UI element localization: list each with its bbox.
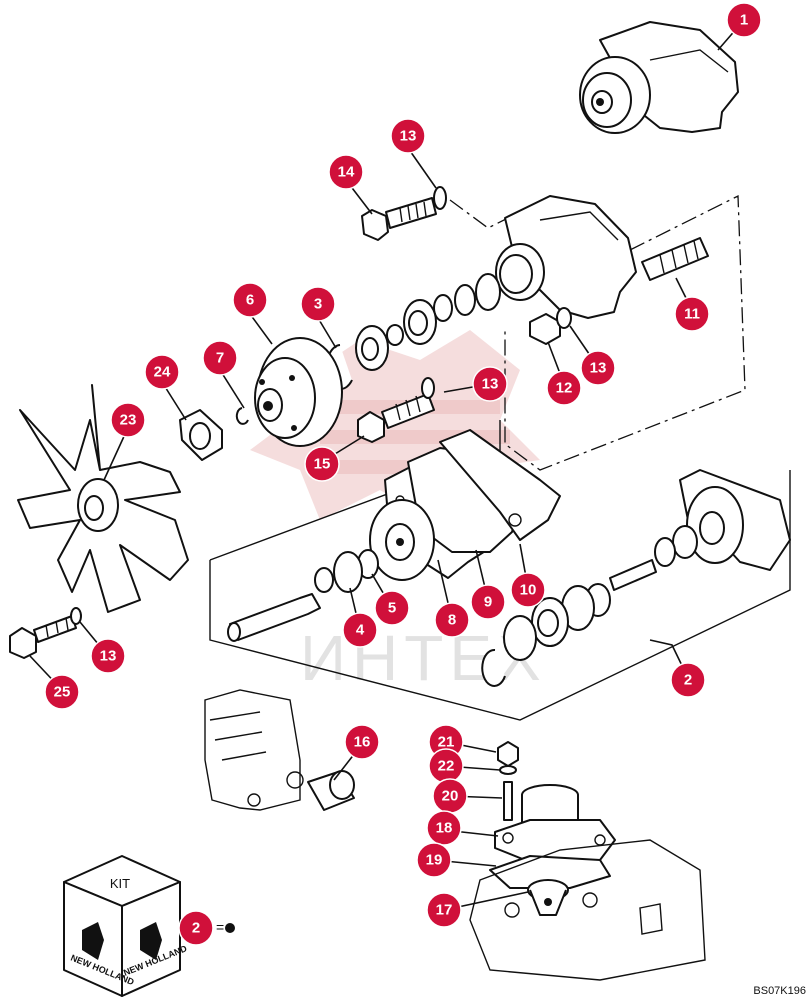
callout-6: 6 [232, 282, 268, 318]
svg-text:13: 13 [100, 648, 117, 665]
callout-10: 10 [510, 572, 546, 608]
callouts: 1 13 14 6 3 11 7 24 13 12 13 23 15 8 9 1… [44, 2, 762, 946]
callout-5: 5 [374, 590, 410, 626]
svg-text:2: 2 [684, 672, 692, 689]
bolt-14 [361, 197, 437, 241]
callout-20: 20 [432, 778, 468, 814]
callout-12: 12 [546, 370, 582, 406]
svg-text:4: 4 [356, 622, 365, 639]
callout-1: 1 [726, 2, 762, 38]
callout-13-c: 13 [580, 350, 616, 386]
clip-7 [235, 407, 249, 425]
thermostat-housing [489, 741, 616, 916]
callout-2-b: 2 [178, 910, 214, 946]
svg-text:22: 22 [438, 758, 455, 775]
callout-9: 9 [470, 584, 506, 620]
callout-25: 25 [44, 674, 80, 710]
kit-2-components [481, 469, 791, 687]
washer-13-c [556, 307, 572, 329]
callout-15: 15 [304, 446, 340, 482]
kit-box [63, 855, 181, 997]
bolt-15 [357, 393, 435, 443]
svg-text:23: 23 [120, 412, 137, 429]
washer-13-a [433, 186, 447, 210]
callout-16: 16 [344, 724, 380, 760]
bearing-stack [355, 273, 501, 371]
assembled-water-pump [579, 21, 739, 134]
svg-text:14: 14 [338, 164, 355, 181]
callout-18: 18 [426, 810, 462, 846]
svg-text:8: 8 [448, 612, 456, 629]
svg-text:9: 9 [484, 594, 492, 611]
svg-text:10: 10 [520, 582, 537, 599]
svg-text:3: 3 [314, 296, 322, 313]
svg-text:11: 11 [684, 306, 700, 323]
callout-13-d: 13 [90, 638, 126, 674]
callout-19: 19 [416, 842, 452, 878]
svg-text:19: 19 [426, 852, 443, 869]
kit-marker-equals: = [216, 919, 224, 935]
callout-7: 7 [202, 340, 238, 376]
svg-text:13: 13 [400, 128, 417, 145]
svg-text:21: 21 [438, 734, 455, 751]
dowel-16 [307, 770, 355, 811]
svg-text:1: 1 [740, 12, 748, 29]
svg-text:25: 25 [54, 684, 71, 701]
nut-12 [529, 313, 561, 345]
washer-13-d [70, 607, 82, 625]
callout-2-a: 2 [670, 662, 706, 698]
callout-14: 14 [328, 154, 364, 190]
callout-8: 8 [434, 602, 470, 638]
seal-4 [333, 551, 363, 593]
pulley-hub-6 [254, 337, 343, 447]
fan-23 [17, 384, 189, 613]
bolt-25 [9, 615, 77, 659]
stud-11 [641, 237, 709, 281]
svg-text:12: 12 [556, 380, 573, 397]
washer-13-b [421, 377, 435, 399]
callout-17: 17 [426, 892, 462, 928]
spacer-24 [179, 409, 223, 461]
callout-13-b: 13 [472, 366, 508, 402]
svg-text:7: 7 [216, 350, 224, 367]
callout-11: 11 [674, 296, 710, 332]
washer-small [314, 567, 334, 593]
callout-13-a: 13 [390, 118, 426, 154]
callout-24: 24 [144, 354, 180, 390]
svg-text:13: 13 [482, 376, 499, 393]
engine-block-sketch [204, 689, 304, 811]
svg-text:18: 18 [436, 820, 453, 837]
figure-code: BS07K196 [753, 985, 806, 997]
callout-23: 23 [110, 402, 146, 438]
svg-text:17: 17 [436, 902, 453, 919]
svg-text:13: 13 [590, 360, 607, 377]
callout-22: 22 [428, 748, 464, 784]
svg-text:16: 16 [354, 734, 371, 751]
svg-text:2: 2 [192, 920, 200, 937]
svg-text:20: 20 [442, 788, 459, 805]
cylinder-head-sketch [469, 839, 706, 981]
svg-text:6: 6 [246, 292, 254, 309]
kit-label: KIT [110, 876, 130, 891]
impeller [369, 499, 435, 581]
callout-4: 4 [342, 612, 378, 648]
callout-3: 3 [300, 286, 336, 322]
svg-text:15: 15 [314, 456, 331, 473]
pump-housing [495, 195, 637, 319]
svg-text:5: 5 [388, 600, 396, 617]
svg-text:24: 24 [154, 364, 171, 381]
kit-marker-dot [225, 923, 235, 933]
